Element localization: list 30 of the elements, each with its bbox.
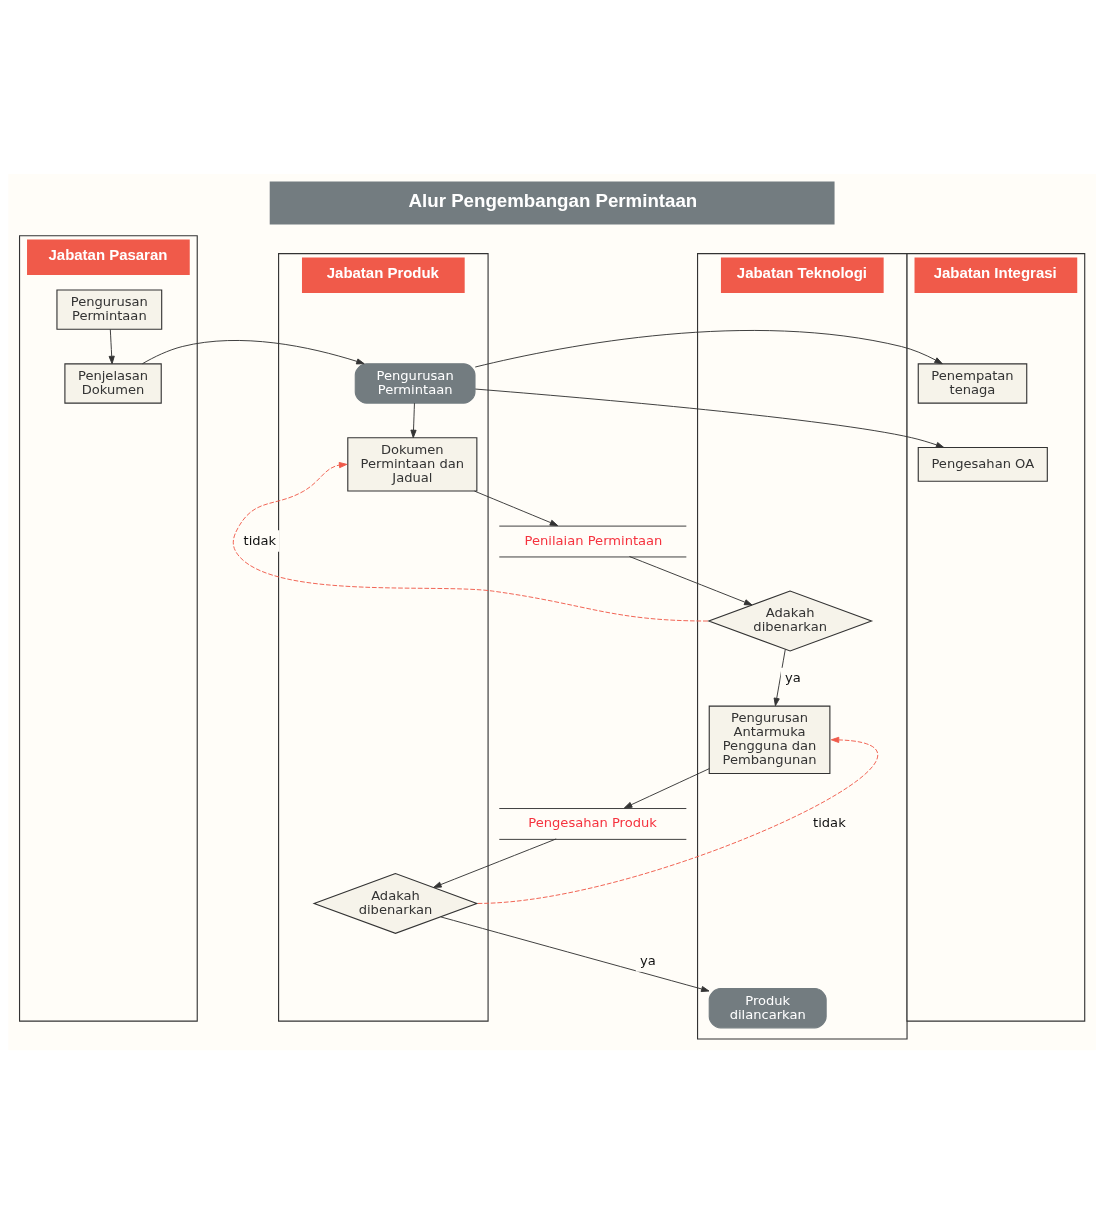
arrow bbox=[773, 648, 786, 707]
arrow bbox=[474, 388, 945, 448]
node-box: Pengurusan Permintaan bbox=[354, 363, 476, 404]
arrow bbox=[623, 768, 710, 809]
arrow bbox=[440, 916, 710, 993]
node-box: Pengurusan Antarmuka Pengguna dan Pembangunan bbox=[708, 705, 831, 774]
arrow bbox=[410, 402, 417, 439]
node-box: Dokumen Permintaan dan Jadual bbox=[347, 437, 478, 492]
node-text: Penilaian Permintaan bbox=[524, 532, 663, 548]
edge-label: tidak bbox=[813, 815, 846, 831]
diagram-title: Alur Pengembangan Permintaan bbox=[408, 189, 698, 211]
node-box: Pengurusan Permintaan bbox=[56, 289, 163, 330]
edge-label: tidak bbox=[243, 532, 277, 548]
arrow bbox=[141, 340, 365, 365]
node-diamond: Adakah dibenarkan bbox=[707, 590, 874, 652]
node-box: Penempatan tenaga bbox=[917, 363, 1028, 404]
edge-label: ya bbox=[640, 952, 656, 968]
arrow bbox=[477, 736, 879, 904]
node-box: Penjelasan Dokumen bbox=[64, 363, 162, 404]
edge-label: ya bbox=[784, 670, 801, 686]
node-text: Pengesahan Produk bbox=[528, 815, 657, 831]
arrow bbox=[433, 838, 557, 888]
node-box: Produk dilancarkan bbox=[708, 988, 827, 1029]
node-box: Pengesahan OA bbox=[917, 447, 1048, 482]
arrow bbox=[474, 330, 943, 368]
arrow bbox=[232, 461, 709, 622]
arrow bbox=[473, 490, 559, 527]
node-diamond: Adakah dibenarkan bbox=[312, 872, 479, 934]
arrow bbox=[629, 556, 753, 606]
arrow bbox=[108, 329, 115, 365]
